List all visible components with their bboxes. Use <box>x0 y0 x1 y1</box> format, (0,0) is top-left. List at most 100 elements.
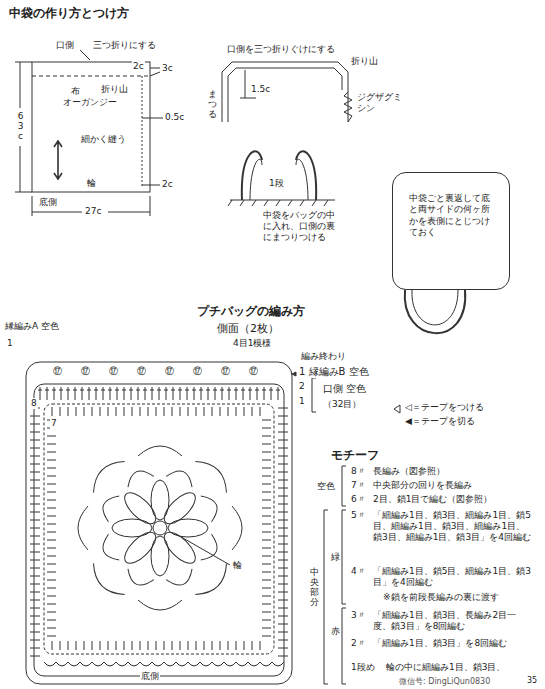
dimension-line <box>150 196 151 216</box>
label-text: プチバッグの編み方 <box>196 304 306 318</box>
callout-number: ⑰ <box>220 366 231 377</box>
label-text: 中央部分 <box>309 568 320 608</box>
label-text: 折り山 <box>350 56 379 67</box>
label-text: 27c <box>84 206 102 217</box>
label-text: 微信号: DingLiQun0830 <box>398 677 491 687</box>
label-text: 3c <box>161 63 174 74</box>
dimension-line <box>245 70 246 98</box>
motif-flower <box>78 446 242 610</box>
label-text: 1段 <box>268 178 285 189</box>
label-text: 口側 空色 <box>322 383 367 395</box>
label-text: 「細編み1目、鎖3目」を8回編む <box>372 638 534 649</box>
label-text: 折り山 <box>100 84 129 95</box>
label-text: 8 <box>30 398 38 409</box>
grain-arrow <box>54 141 62 179</box>
leader-line <box>150 68 160 69</box>
bracket <box>342 510 346 604</box>
label-text: 3〃 <box>350 610 367 621</box>
label-text: 口側 <box>55 40 75 51</box>
label-text: 1段め <box>350 662 376 673</box>
chart-row <box>34 384 284 676</box>
dimension-line <box>108 212 150 213</box>
bracket <box>312 378 316 412</box>
label-text: 「細編み1目、鎖5目、細編み1目、鎖3目」を4回編む <box>372 566 534 588</box>
label-text: 2c <box>132 61 145 72</box>
label-text: 口側を三つ折りぐけにする <box>226 44 336 55</box>
label-text: 三つ折りにする <box>92 40 157 51</box>
callout-number: ⑰ <box>192 366 203 377</box>
bag-handle <box>250 159 308 200</box>
label-text: 編み終わり <box>300 351 347 362</box>
label-text: ⑰ <box>52 366 63 377</box>
label-text: 8〃 <box>350 466 367 477</box>
label-text: 輪 <box>86 178 97 189</box>
bag-handle <box>405 290 466 333</box>
label-text: 7 <box>50 418 58 429</box>
label-text: 63c <box>15 112 26 142</box>
dimension-line <box>20 62 21 108</box>
label-text: 底側 <box>140 671 160 682</box>
label-text: 2 <box>298 381 306 392</box>
label-text: 中央部分の回りを長編み <box>372 480 473 491</box>
leader-line <box>176 534 230 565</box>
label-text: 赤 <box>330 626 341 637</box>
bag-box: 中袋ごと裏返して底と両サイドの何ヶ所かを表側にとじつけておく <box>392 172 510 290</box>
dimension-line <box>32 196 33 216</box>
leader-line <box>80 50 90 60</box>
label-text: 輪 <box>232 560 243 571</box>
stitch-marks <box>30 387 288 666</box>
motif-square <box>44 404 274 654</box>
label-text: 1 <box>298 396 306 407</box>
label-text: 0.5c <box>164 112 185 123</box>
label-text: 緑 <box>330 552 341 563</box>
dimension-line <box>15 62 32 63</box>
dimension-line <box>240 98 256 99</box>
label-text: 6〃 <box>350 494 367 505</box>
bag-handle <box>412 290 458 325</box>
page-title: 中袋の作り方とつけ方 <box>8 6 130 20</box>
label-text: モチーフ <box>330 448 380 462</box>
fabric-piece <box>32 62 150 192</box>
label-text: ◁＝テープをつける <box>404 402 485 413</box>
bracket <box>324 510 328 684</box>
dimension-line <box>15 192 32 193</box>
fold-line <box>32 76 150 77</box>
node-text: オーガンジー <box>63 97 141 108</box>
label-text: 2c <box>161 179 174 190</box>
label-text: 中袋をバッグの中に入れ、口側の裏にまつりつける <box>262 210 340 242</box>
label-text: まつる <box>207 90 218 120</box>
dimension-line <box>20 146 21 192</box>
leader-line <box>142 185 160 186</box>
label-text: 長編み（図参照） <box>372 466 446 477</box>
label-text: （32目） <box>322 399 362 410</box>
tape-mark <box>292 372 296 376</box>
label-text: 「細編み1目、鎖3目、長編み2目一度、鎖3目」を8回編む <box>372 610 534 632</box>
label-text: 縁編みA 空色 <box>4 321 60 332</box>
callout-number: ⑰ <box>108 366 119 377</box>
label-text: 7〃 <box>350 480 367 491</box>
label-text: 1.5c <box>250 84 271 95</box>
label-text: 細かく縫う <box>80 134 127 145</box>
fold-detail <box>222 62 348 122</box>
rim-hatch <box>228 200 328 206</box>
label-text: 底側 <box>38 197 58 208</box>
zigzag-stitch <box>344 92 352 122</box>
dimension-line <box>32 212 82 213</box>
callout-number: ⑰ <box>248 366 259 377</box>
callout-number: ⑰ <box>136 366 147 377</box>
bracket <box>342 608 346 684</box>
label-text: ジグザグミシン <box>356 92 410 114</box>
bracket <box>342 466 346 506</box>
label-text: 1 <box>6 338 14 349</box>
tape-symbol <box>394 405 400 413</box>
label-text: 4目1模様 <box>232 338 272 349</box>
label-text: 空色 <box>316 481 336 492</box>
fabric-label: 布オーガンジー <box>33 80 141 130</box>
label-text: ◀＝テープを切る <box>404 416 476 427</box>
node-text: 布 <box>71 86 141 97</box>
label-text: 5〃 <box>350 510 367 521</box>
callout-number: ⑰ <box>164 366 175 377</box>
bag-rim <box>230 200 335 201</box>
label-text: 「細編み1目、鎖3目、細編み1目、鎖5目、細編み1目、鎖3目、細編み1目、鎖3目… <box>372 510 534 542</box>
label-text: 4〃 <box>350 566 367 577</box>
